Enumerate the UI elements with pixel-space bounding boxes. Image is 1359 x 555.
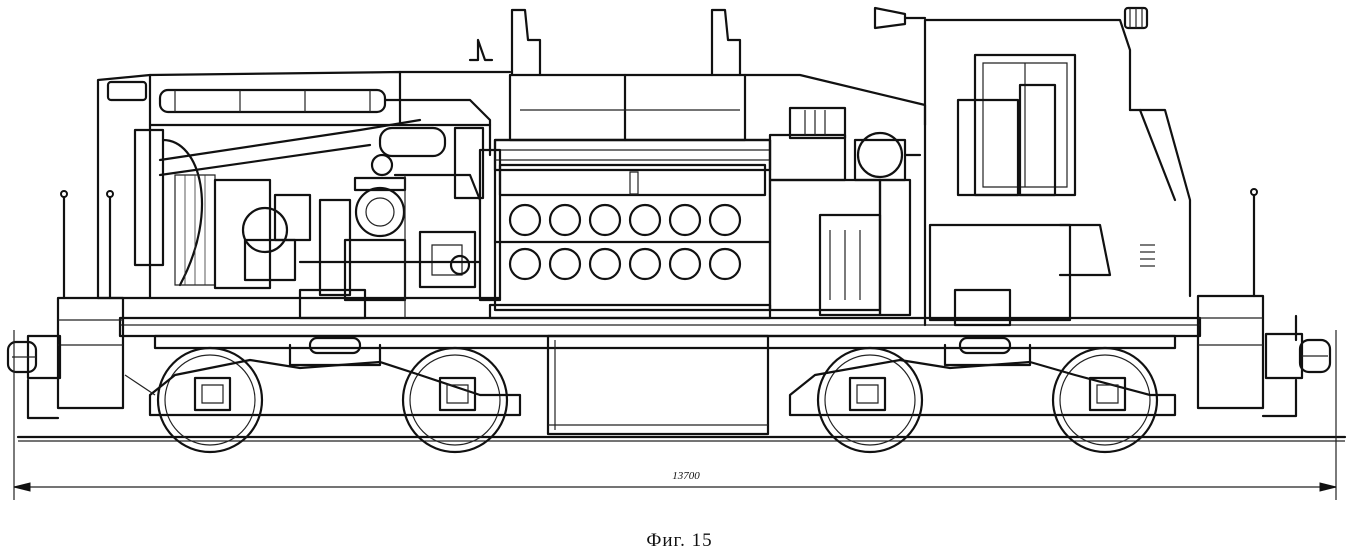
handrail-posts [61, 189, 1296, 340]
front-coupler [8, 336, 60, 418]
front-bogie [125, 338, 520, 452]
rear-coupler [1263, 334, 1330, 416]
overall-dimension: 13700 [14, 330, 1336, 500]
main-generator [770, 108, 920, 315]
overall-length-label: 13700 [672, 470, 700, 482]
figure-caption: Фиг. 15 [646, 530, 713, 551]
rail-line [18, 437, 1345, 441]
cab [875, 8, 1190, 325]
rear-bogie [790, 338, 1175, 452]
auxiliary-equipment [300, 128, 483, 318]
front-hood [98, 72, 500, 298]
diesel-engine [470, 10, 770, 318]
fuel-tank [548, 336, 768, 434]
hood-roof [400, 72, 925, 125]
